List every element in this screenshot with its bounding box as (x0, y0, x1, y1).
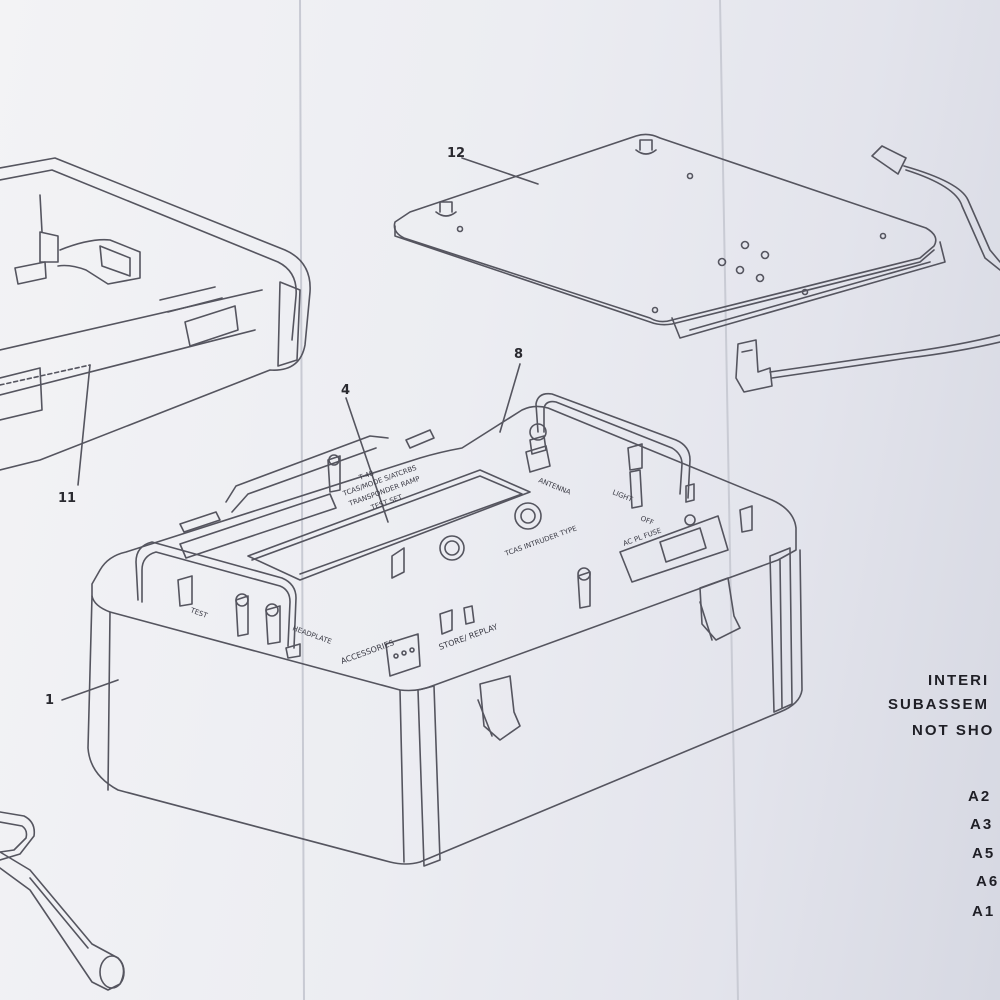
note-line-1: INTERI (928, 672, 990, 689)
panel-antenna: ANTENNA (537, 476, 572, 496)
assembly-item: A2 (968, 788, 992, 805)
callout-4: 4 (341, 383, 351, 398)
panel-test: TEST (188, 606, 209, 620)
accessories-connector (385, 633, 421, 677)
callout-1: 1 (45, 693, 55, 708)
callout-leader-12 (461, 157, 539, 185)
callout-8: 8 (514, 347, 524, 362)
assembly-item: A3 (970, 816, 994, 833)
panel-headplate: HEADPLATE (291, 624, 332, 646)
test-set-case (61, 363, 803, 867)
assembly-item: A1 (972, 903, 996, 920)
panel-tcas-intruder: TCAS INTRUDER TYPE (503, 524, 578, 558)
probe-cable (0, 811, 125, 991)
lid-assembly (0, 157, 311, 486)
note-line-3: NOT SHO (912, 722, 995, 739)
fold-line (299, 0, 305, 1000)
callout-leader-1 (61, 679, 119, 701)
callout-11: 11 (58, 491, 77, 506)
assembly-item: A5 (972, 845, 996, 862)
callout-12: 12 (447, 146, 466, 161)
antenna-cable (735, 145, 1000, 393)
cover-plate (393, 133, 946, 339)
note-line-2: SUBASSEM (888, 696, 990, 713)
fold-line (719, 0, 739, 1000)
assembly-item: A6 (976, 873, 1000, 890)
panel-store-replay: STORE/ REPLAY (438, 622, 499, 652)
callout-leader-11 (77, 364, 91, 486)
panel-off: OFF (639, 514, 655, 526)
callout-leader-8 (499, 363, 521, 433)
display-window (247, 469, 531, 581)
callout-leader-4 (345, 397, 389, 523)
